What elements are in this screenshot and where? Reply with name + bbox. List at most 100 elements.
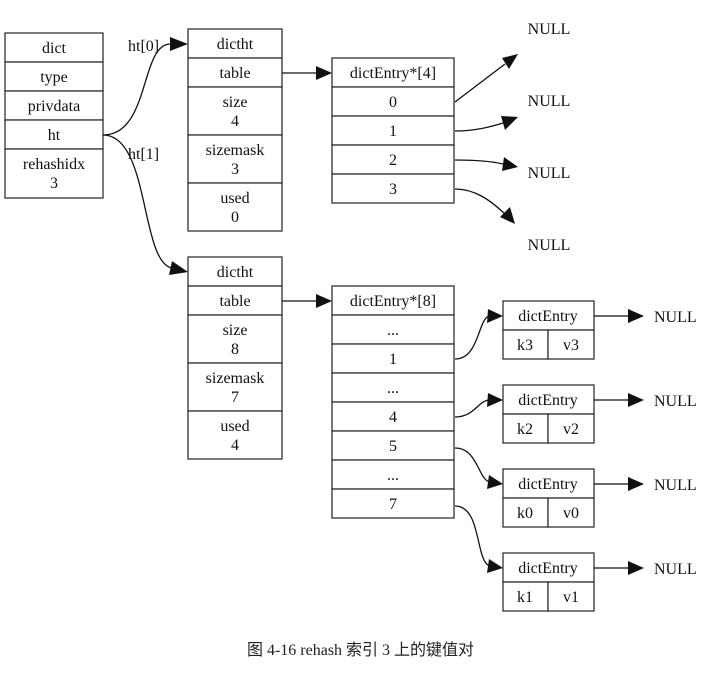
null-label: NULL [654, 309, 697, 326]
table1-header-cell [331, 285, 455, 316]
entry-value-cell [547, 329, 595, 360]
edge-table0-slot2 [454, 159, 504, 165]
dict-entry-node: dictEntry k2 v2 NULL [502, 384, 697, 444]
table1-slot-label: 7 [389, 496, 397, 513]
null-label: NULL [654, 393, 697, 410]
entry-value-cell [547, 581, 595, 612]
arrowhead-ht0-table [316, 66, 332, 80]
entry-key: k1 [517, 589, 533, 606]
arrowhead-entry-next [628, 477, 644, 491]
entry-header-cell [502, 552, 595, 583]
dict-entry-node: dictEntry k3 v3 NULL [502, 300, 697, 360]
arrowhead-ht1 [169, 261, 188, 275]
entry-title: dictEntry [518, 308, 578, 325]
ht0-sizemask-label: sizemask [206, 142, 265, 159]
ht0-size-value: 4 [231, 113, 239, 130]
table1-slot [331, 459, 455, 490]
dict-entry-node: dictEntry k0 v0 NULL [502, 468, 697, 528]
dict-ht-label: ht [48, 127, 61, 144]
table0-slot-label: 1 [389, 123, 397, 140]
ht0-used-label: used [220, 190, 249, 207]
arrowhead-ht0 [170, 37, 188, 51]
entry-key: k0 [517, 505, 533, 522]
ht1-table-cell [187, 285, 283, 316]
entry-value: v1 [563, 589, 579, 606]
table1-slot-label: ... [387, 380, 399, 397]
ht0-size-cell [187, 86, 283, 136]
figure-caption: 图 4-16 rehash 索引 3 上的键值对 [246, 642, 475, 659]
dict-entry-node: dictEntry k1 v1 NULL [502, 552, 697, 612]
edge-slot5-entry [454, 447, 491, 483]
dictht-1: dictht table size 8 sizemask 7 used 4 [187, 256, 283, 460]
table1-slot [331, 430, 455, 461]
table1-slot [331, 372, 455, 403]
dict-rehash-diagram: dict type privdata ht rehashidx 3 ht[0] … [4, 21, 697, 612]
table1-slot [331, 401, 455, 432]
table0-title: dictEntry*[4] [350, 65, 436, 82]
entry-key: k3 [517, 337, 533, 354]
edge-slot7-entry [454, 505, 491, 567]
arrowhead-slot5-entry [487, 475, 503, 489]
dict-title: dict [42, 40, 67, 57]
dict-privdata-label: privdata [28, 98, 80, 115]
table1-title: dictEntry*[8] [350, 293, 436, 310]
edge-label-ht0: ht[0] [128, 38, 159, 55]
ht1-size-value: 8 [231, 341, 239, 358]
edge-ht1 [102, 134, 173, 269]
edge-label-ht1: ht[1] [128, 146, 159, 163]
ht1-sizemask-value: 7 [231, 389, 239, 406]
ht1-used-value: 4 [231, 437, 239, 454]
ht0-table-label: table [219, 65, 250, 82]
dict-rehashidx-cell [4, 148, 104, 199]
dict-type-cell [4, 61, 104, 92]
ht1-size-cell [187, 314, 283, 364]
arrowhead-table0-slot2 [502, 157, 518, 171]
ht1-table-label: table [219, 293, 250, 310]
table1-slot [331, 343, 455, 374]
ht0-used-value: 0 [231, 209, 239, 226]
table0-slot [331, 173, 455, 204]
arrowhead-ht1-table [316, 294, 332, 308]
edge-ht0 [102, 43, 171, 136]
entry-value: v0 [563, 505, 579, 522]
table0-slot [331, 115, 455, 146]
ht0-size-label: size [223, 94, 248, 111]
table1-slot [331, 314, 455, 345]
ht1-title: dictht [217, 264, 254, 281]
table1-slot-label: ... [387, 467, 399, 484]
ht0-used-cell [187, 182, 283, 232]
table0-slot-label: 3 [389, 181, 397, 198]
table0-slot-label: 2 [389, 152, 397, 169]
entry-key-cell [502, 497, 549, 528]
arrowhead-slot1-entry [487, 309, 503, 323]
table1-slot-label: 5 [389, 438, 397, 455]
edge-table0-slot3 [454, 188, 506, 215]
arrowhead-table0-slot3 [500, 207, 515, 224]
edge-table0-slot0 [454, 63, 506, 103]
table0-slot [331, 144, 455, 175]
edge-table0-slot1 [454, 122, 504, 132]
edge-slot1-entry [454, 315, 491, 360]
ht0-sizemask-cell [187, 134, 283, 184]
dictht-0: dictht table size 4 sizemask 3 used 0 [187, 28, 283, 232]
edge-slot4-entry [454, 399, 491, 418]
arrowhead-slot7-entry [487, 559, 503, 573]
dict-type-label: type [40, 69, 68, 86]
entry-key: k2 [517, 421, 533, 438]
arrowhead-entry-next [628, 393, 644, 407]
null-label: NULL [654, 561, 697, 578]
table1-slot-label: ... [387, 322, 399, 339]
arrowhead-table0-slot1 [501, 116, 518, 130]
ht0-sizemask-value: 3 [231, 161, 239, 178]
dict-struct: dict type privdata ht rehashidx 3 [4, 32, 104, 199]
arrowhead-table0-slot0 [502, 54, 518, 69]
table0-slot [331, 86, 455, 117]
dict-rehashidx-value: 3 [50, 175, 58, 192]
null-label: NULL [528, 237, 571, 254]
ht1-size-label: size [223, 322, 248, 339]
table0-slot-label: 0 [389, 94, 397, 111]
dict-header-cell [4, 32, 104, 63]
entry-value-cell [547, 497, 595, 528]
ht0-header-cell [187, 28, 283, 59]
arrowhead-entry-next [628, 561, 644, 575]
